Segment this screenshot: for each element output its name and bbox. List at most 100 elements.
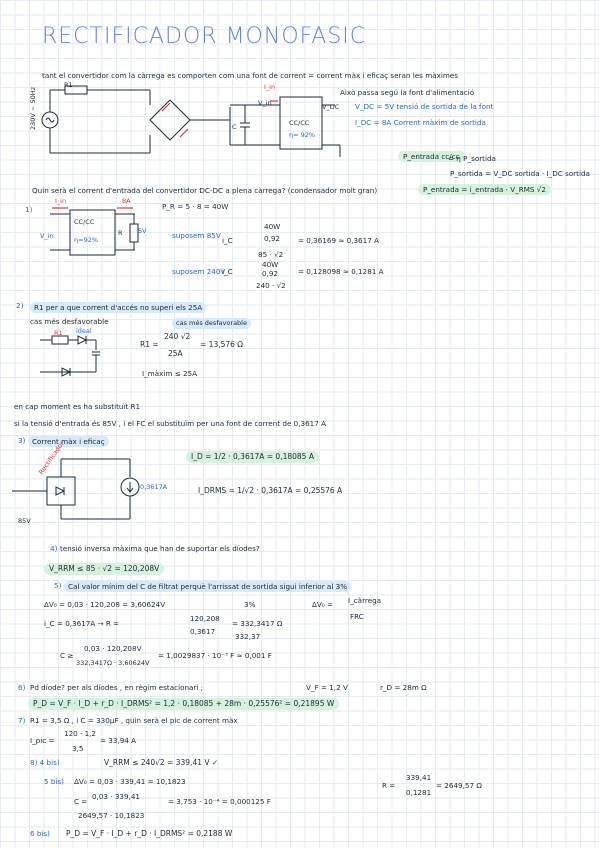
q5-dv2-top: I_càrrega (348, 596, 382, 605)
q5-ic: i_C = 0,3617A → R = (44, 619, 120, 628)
q2-formula-result: = 13,576 Ω (200, 340, 244, 349)
q6-vf: V_F = 1,2 V (306, 683, 348, 692)
capacitor-label: C (232, 123, 237, 131)
q4-eq: V_RRM ≤ 85 · √2 = 120,208V (44, 563, 165, 575)
q5-dv2: ΔV₀ = (312, 600, 334, 609)
q7-text: R1 = 3,5 Ω , i C = 330μF , quin serà el … (30, 716, 238, 725)
q1-r-label: R (118, 229, 123, 237)
q1-frac2-mid: 0,92 (262, 269, 279, 278)
q5-number: 5) (54, 581, 62, 590)
q3-eq-1: I_D = 1/2 · 0,3617A = 0,18085 A (186, 451, 319, 463)
q2-text2: cas més desfavorable (30, 317, 109, 326)
q1-vin-label: V_in (40, 232, 54, 240)
q7-result: = 33,94 A (100, 736, 137, 745)
q2-note: cas més desfavorable (172, 318, 251, 329)
idc-line: I_DC = 8A Corrent màxim de sortida (355, 118, 486, 127)
q1-iin-label: I_in (55, 197, 67, 205)
q8-eq: V_RRM ≤ 240√2 = 339,41 V ✓ (104, 758, 219, 767)
q1-result-1: = 0,36169 ≈ 0,3617 A (298, 236, 379, 245)
q1-box-eff: η=92% (74, 236, 99, 244)
mid-text-2: si la tensió d'entrada és 85V , i el FC … (14, 419, 327, 428)
q8-r-result: = 2649,57 Ω (436, 781, 482, 790)
q1-frac2-top: 40W (262, 260, 279, 269)
vdc-line: V_DC = 5V tensió de sortida de la font (355, 102, 494, 111)
intro-line: tant el convertidor com la càrrega es co… (42, 71, 459, 80)
q1-suposem85: suposem 85V (172, 231, 221, 240)
q7-bot: 3,5 (72, 744, 84, 753)
vin-source-label: 230V ~ 50Hz (29, 86, 37, 130)
q8-6bis: 6 bis) (30, 829, 50, 838)
iin-label: I_in (264, 83, 276, 91)
q1-circuit (50, 207, 139, 256)
q7-top: 120 · 1,2 (64, 729, 97, 738)
q5-r-result-2: 332,37 (235, 632, 261, 641)
q1-result-2: = 0,128098 ≈ 0,1281 A (298, 267, 384, 276)
q1-box-label: CC/CC (74, 218, 95, 226)
q5-c-result: = 1,0029837 · 10⁻³ F ≈ 0,001 F (158, 651, 272, 660)
mid-text-1: en cap moment es ha substituït R1 (14, 402, 141, 411)
q5-c-lhs: C ≥ (60, 651, 74, 660)
q8-r-top: 339,41 (406, 773, 432, 782)
q1-iout-label: 8A (122, 197, 131, 205)
q8-r-bot: 0,1281 (406, 788, 432, 797)
intro-note: Això passa segú la font d'alimentació (340, 88, 475, 97)
q7-lhs: I_pic = (30, 736, 55, 745)
efficiency-label: η= 92% (289, 131, 316, 139)
q8-c-bot: 2649,57 · 10,1823 (78, 811, 145, 820)
q8-number: 8) 4 bis) (30, 758, 60, 767)
q1-pr: P_R = 5 · 8 = 40W (162, 202, 229, 211)
q2-formula-lhs: R1 = (140, 340, 159, 349)
q3-current-label: 0,3617A (140, 483, 168, 491)
cccc-box-label: CC/CC (289, 119, 310, 127)
q5-r-result: = 332,3417 Ω (232, 619, 283, 628)
rectifier-circuit-diagram (41, 85, 341, 157)
q7-number: 7) (18, 716, 26, 725)
q4-text: tensió inversa màxima que han de suporta… (60, 544, 260, 553)
q3-number: 3) (18, 436, 26, 445)
page-title: RECTIFICADOR MONOFASIC (42, 24, 367, 49)
q2-imax: I_màxim ≤ 25A (142, 369, 198, 378)
q3-v85-label: 85V (18, 517, 31, 525)
p-sortida-eq: P_sortida = V_DC sortida · I_DC sortida (450, 169, 590, 178)
q5-dv: ΔV₀ = 0,03 · 120,208 = 3,60624V (44, 600, 166, 609)
q3-circuit (12, 458, 140, 520)
q1-v5-label: 5V (138, 227, 147, 235)
q6-text: Pd díode? per als díodes , en règim esta… (30, 683, 204, 692)
q2-number: 2) (16, 301, 24, 310)
p-eq: = η P_sortida (448, 154, 496, 163)
q1-ic-label-2: i_C (222, 267, 233, 276)
q5-text: Cal valor mínim del C de filtrat perquè … (64, 581, 352, 593)
q5-r-top: 120,208 (190, 614, 220, 623)
q2-text: R1 per a que corrent d'accés no superi e… (30, 302, 207, 314)
q1-ic-label: i_C (222, 236, 233, 245)
q5-c-bot: 332,3417Ω · 3,60624V (76, 659, 150, 667)
q1-suposem240: suposem 240V (172, 267, 226, 276)
q5-dv2-bot: FRC (350, 612, 364, 621)
q8-r-lhs: R = (382, 781, 396, 790)
q1-frac2-bot: 240 · √2 (256, 281, 286, 290)
p-entrada-eq: P_entrada = i_entrada · V_RMS √2 (418, 184, 551, 196)
q2-formula-bot: 25A (168, 349, 183, 358)
q2-ideal-label: ideal (76, 327, 92, 335)
vdc-label: V_DC (322, 103, 340, 111)
q6-eq: P_D = V_F · I_D + r_D · I_DRMS² = 1,2 · … (28, 698, 340, 710)
q2-circuit (40, 335, 100, 377)
q8-5bis: 5 bis) (44, 777, 64, 786)
q3-eq-2: I_DRMS = 1/√2 · 0,3617A = 0,25576 A (198, 486, 343, 495)
q2-r1-label: R1 (54, 329, 63, 337)
q8-dv: ΔV₀ = 0,03 · 339,41 = 10,1823 (74, 777, 186, 786)
q1-frac-bot: 85 · √2 (258, 250, 284, 259)
r1-label: R1 (64, 81, 73, 89)
q1-frac-mid: 0,92 (264, 234, 281, 243)
q3-text: Corrent màx i eficaç (28, 436, 109, 448)
q4-number: 4) (50, 544, 58, 553)
q8-c-lhs: C = (74, 797, 88, 806)
question-1-text: Quin serà el corrent d'entrada del conve… (32, 186, 378, 195)
vin-label: V_in (258, 99, 272, 107)
q8-c-top: 0,03 · 339,41 (92, 792, 141, 801)
q1-number: 1) (25, 205, 33, 214)
q5-r-bot: 0,3617 (190, 627, 216, 636)
q6-number: 6) (18, 683, 26, 692)
q1-frac-top: 40W (264, 222, 281, 231)
q6-rd: r_D = 28m Ω (380, 683, 427, 692)
